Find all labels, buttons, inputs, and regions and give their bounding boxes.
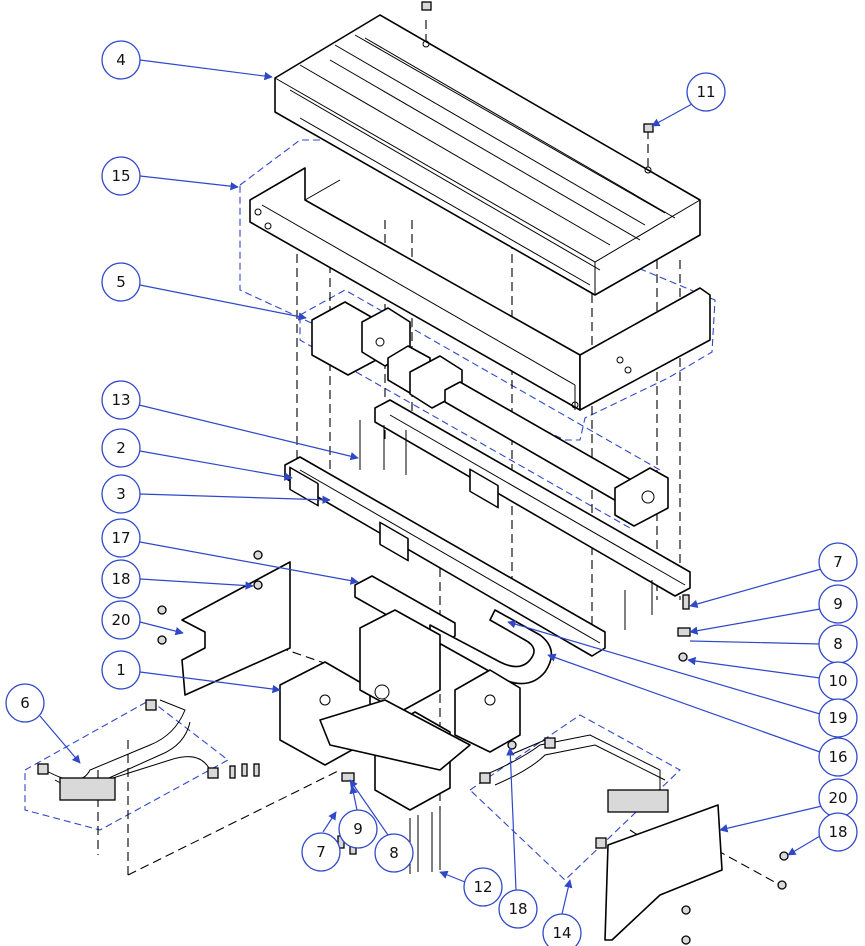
callout-13[interactable]: 13 [101, 380, 359, 461]
svg-text:3: 3 [116, 485, 126, 503]
svg-text:18: 18 [111, 570, 130, 588]
svg-text:8: 8 [833, 635, 843, 653]
callout-11[interactable]: 11 [651, 72, 726, 127]
callout-1[interactable]: 1 [101, 650, 281, 694]
part-20-plate-left [181, 561, 291, 696]
callout-18-bottom[interactable]: 18 [498, 747, 538, 929]
svg-text:20: 20 [111, 611, 130, 629]
callout-18-left[interactable]: 18 [101, 559, 254, 599]
part-4-table [274, 14, 701, 296]
callout-7-bottom[interactable]: 7 [301, 811, 341, 872]
svg-text:12: 12 [473, 878, 492, 896]
part-20-plate-right [604, 804, 723, 941]
svg-text:8: 8 [389, 844, 399, 862]
svg-text:17: 17 [111, 529, 130, 547]
svg-text:7: 7 [316, 843, 326, 861]
callout-8-bottom[interactable]: 8 [349, 779, 414, 873]
svg-text:19: 19 [828, 709, 847, 727]
svg-text:5: 5 [116, 273, 126, 291]
svg-text:4: 4 [116, 51, 126, 69]
part-15-frame [249, 167, 711, 411]
callout-20-left[interactable]: 20 [101, 600, 184, 640]
part-13-screws [359, 420, 653, 874]
callout-14[interactable]: 14 [542, 879, 582, 946]
callout-10[interactable]: 10 [687, 656, 858, 701]
group-outline-14 [469, 714, 681, 881]
svg-text:15: 15 [111, 167, 130, 185]
svg-text:6: 6 [20, 694, 30, 712]
svg-text:18: 18 [828, 823, 847, 841]
svg-text:7: 7 [833, 553, 843, 571]
svg-text:14: 14 [552, 924, 571, 942]
part-11-bolt [421, 1, 654, 133]
part-2-carriages [289, 466, 499, 562]
callout-7-right[interactable]: 7 [689, 542, 858, 608]
callout-9-right[interactable]: 9 [689, 584, 858, 635]
callout-18-right[interactable]: 18 [787, 812, 858, 856]
svg-text:13: 13 [111, 391, 130, 409]
callout-9-bottom[interactable]: 9 [338, 785, 378, 849]
callout-12[interactable]: 12 [439, 867, 503, 907]
svg-text:10: 10 [828, 672, 847, 690]
part-6-hoses [37, 699, 219, 801]
callout-4[interactable]: 4 [101, 40, 273, 81]
svg-text:20: 20 [828, 789, 847, 807]
callout-15[interactable]: 15 [101, 156, 239, 196]
callout-8-right[interactable]: 8 [689, 624, 858, 664]
callout-3[interactable]: 3 [101, 474, 331, 514]
callout-19[interactable]: 19 [507, 620, 858, 738]
part-14-hoses [479, 734, 669, 849]
svg-text:1: 1 [116, 661, 126, 679]
svg-text:9: 9 [353, 820, 363, 838]
part-1-base [279, 609, 521, 811]
svg-text:16: 16 [828, 748, 847, 766]
svg-text:11: 11 [696, 83, 715, 101]
group-outline-5 [299, 289, 669, 529]
callout-16[interactable]: 16 [547, 653, 858, 777]
group-outline-6 [24, 699, 230, 831]
callouts: 4 11 15 5 13 2 3 [5, 40, 858, 946]
svg-text:18: 18 [508, 900, 527, 918]
callout-20-right[interactable]: 20 [719, 778, 858, 833]
part-3-rail-rear [374, 399, 691, 597]
callout-5[interactable]: 5 [101, 262, 307, 321]
svg-text:2: 2 [116, 439, 126, 457]
callout-2[interactable]: 2 [101, 428, 293, 481]
part-5-ballscrew [311, 301, 669, 527]
callout-6[interactable]: 6 [5, 683, 81, 764]
svg-text:9: 9 [833, 595, 843, 613]
callout-17[interactable]: 17 [101, 518, 359, 585]
